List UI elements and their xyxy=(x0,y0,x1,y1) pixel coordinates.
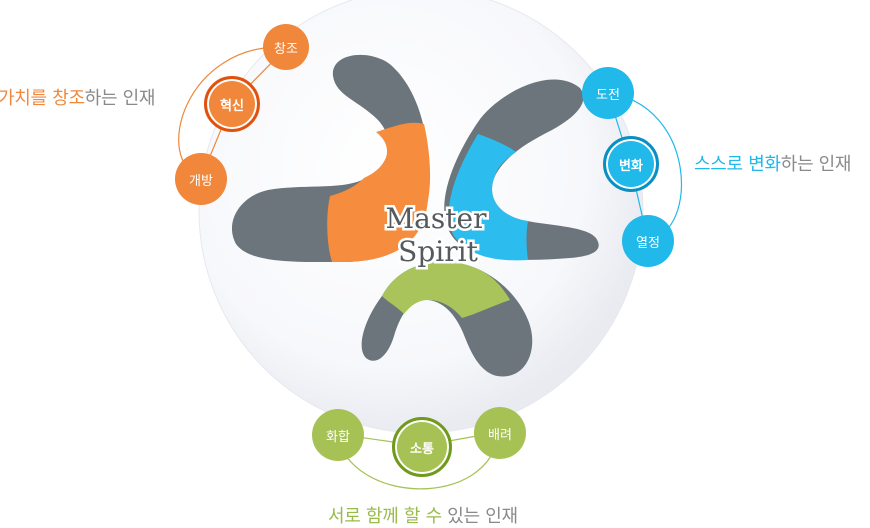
change-node-bottom[interactable]: 열정 xyxy=(622,215,674,267)
creation-caption-highlight: 가치를 창조 xyxy=(0,88,85,109)
change-caption-highlight: 스스로 변화 xyxy=(694,154,781,175)
change-shape xyxy=(444,79,599,261)
creation-node-top[interactable]: 창조 xyxy=(263,24,309,70)
communication-node-left[interactable]: 화합 xyxy=(312,409,364,461)
communication-caption-highlight: 서로 함께 할 수 xyxy=(328,506,442,527)
creation-node-core[interactable]: 혁신 xyxy=(204,76,260,132)
change-node-core[interactable]: 변화 xyxy=(603,136,659,192)
change-caption-rest: 하는 인재 xyxy=(780,154,852,175)
creation-shape xyxy=(231,54,431,263)
communication-caption: 서로 함께 할 수 있는 인재 xyxy=(328,502,518,528)
change-node-top[interactable]: 도전 xyxy=(582,67,634,119)
creation-node-bottom[interactable]: 개방 xyxy=(175,153,227,205)
creation-caption-rest: 하는 인재 xyxy=(84,88,156,109)
communication-caption-rest: 있는 인재 xyxy=(441,506,518,527)
communication-shape xyxy=(361,261,533,377)
center-title-line1: Master xyxy=(386,202,488,235)
communication-node-core[interactable]: 소통 xyxy=(392,417,452,477)
communication-node-right[interactable]: 배려 xyxy=(474,407,526,459)
center-title-line2: Spirit xyxy=(398,235,478,268)
creation-caption: 가치를 창조하는 인재 xyxy=(0,84,156,110)
change-caption: 스스로 변화하는 인재 xyxy=(694,150,852,176)
